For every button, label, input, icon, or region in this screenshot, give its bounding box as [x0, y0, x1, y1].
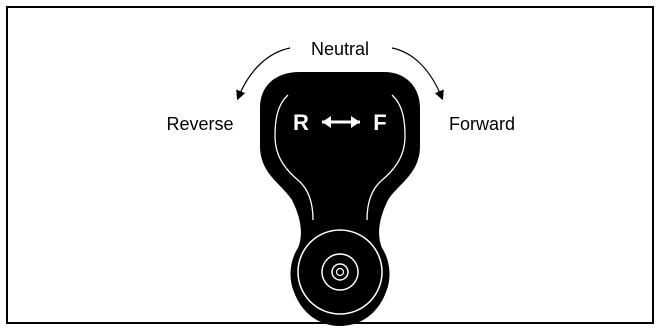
reverse-label: Reverse [166, 114, 233, 134]
forward-arrow [391, 47, 444, 101]
lever-shape [260, 72, 420, 326]
double-arrow-icon [322, 116, 360, 128]
neutral-label: Neutral [311, 39, 369, 59]
lever-left-inner-outline [274, 94, 314, 221]
lever-right-inner-outline [366, 94, 406, 221]
pivot-icon [297, 229, 383, 315]
reverse-letter: R [293, 110, 309, 135]
reverse-arrow [236, 47, 291, 101]
forward-letter: F [373, 110, 386, 135]
forward-label: Forward [449, 114, 515, 134]
